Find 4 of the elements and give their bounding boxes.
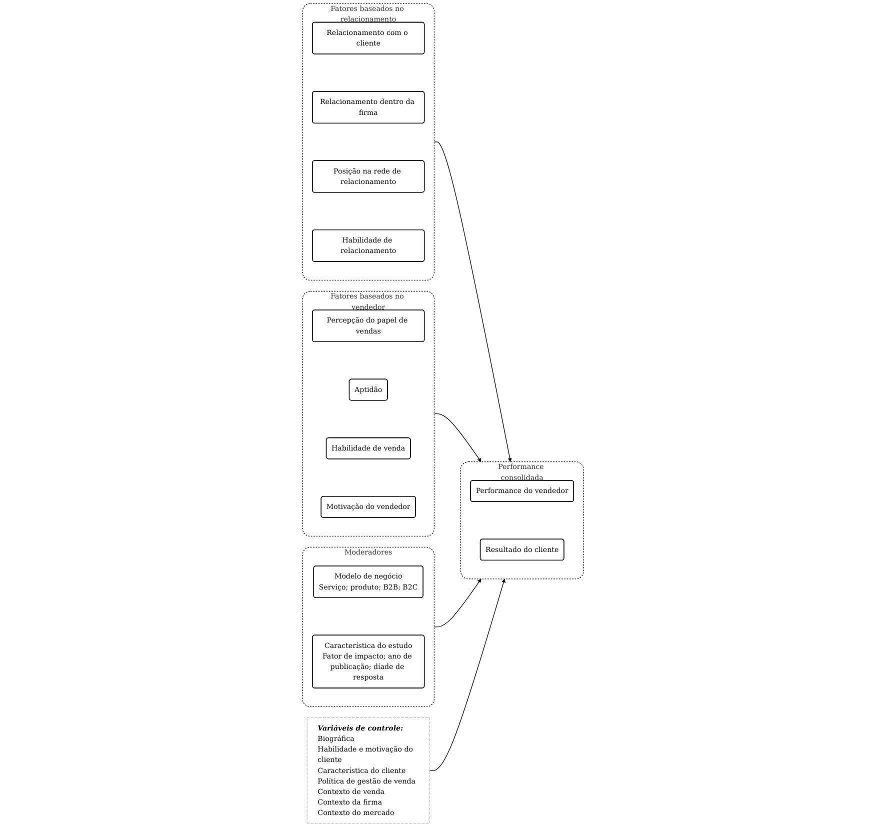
arrow (433, 413, 481, 462)
arrow (428, 578, 505, 771)
arrow (433, 578, 481, 628)
arrow (433, 142, 512, 462)
